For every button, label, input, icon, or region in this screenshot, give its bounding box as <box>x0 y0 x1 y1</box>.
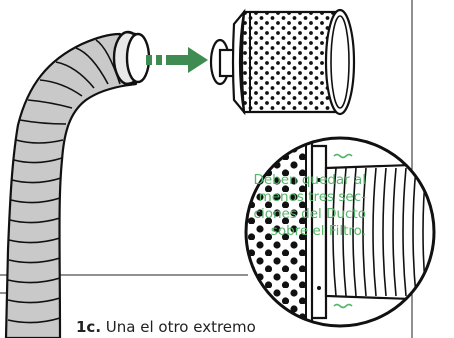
note-line-1: Deben quedar al <box>253 172 366 188</box>
note-line-2: menos tres sec- <box>258 189 366 205</box>
step-number: 1c. <box>76 318 102 336</box>
note-line-4: sobre el Filtro. <box>270 223 366 239</box>
duct-cuff <box>112 30 151 86</box>
carbon-filter <box>209 8 356 116</box>
step-caption: 1c. Una el otro extremo <box>76 318 256 336</box>
note-line-3: ciones del Ducto <box>253 206 366 222</box>
step-text: Una el otro extremo <box>101 318 256 336</box>
flexible-duct <box>4 32 138 338</box>
arrow-right-icon <box>146 47 208 73</box>
